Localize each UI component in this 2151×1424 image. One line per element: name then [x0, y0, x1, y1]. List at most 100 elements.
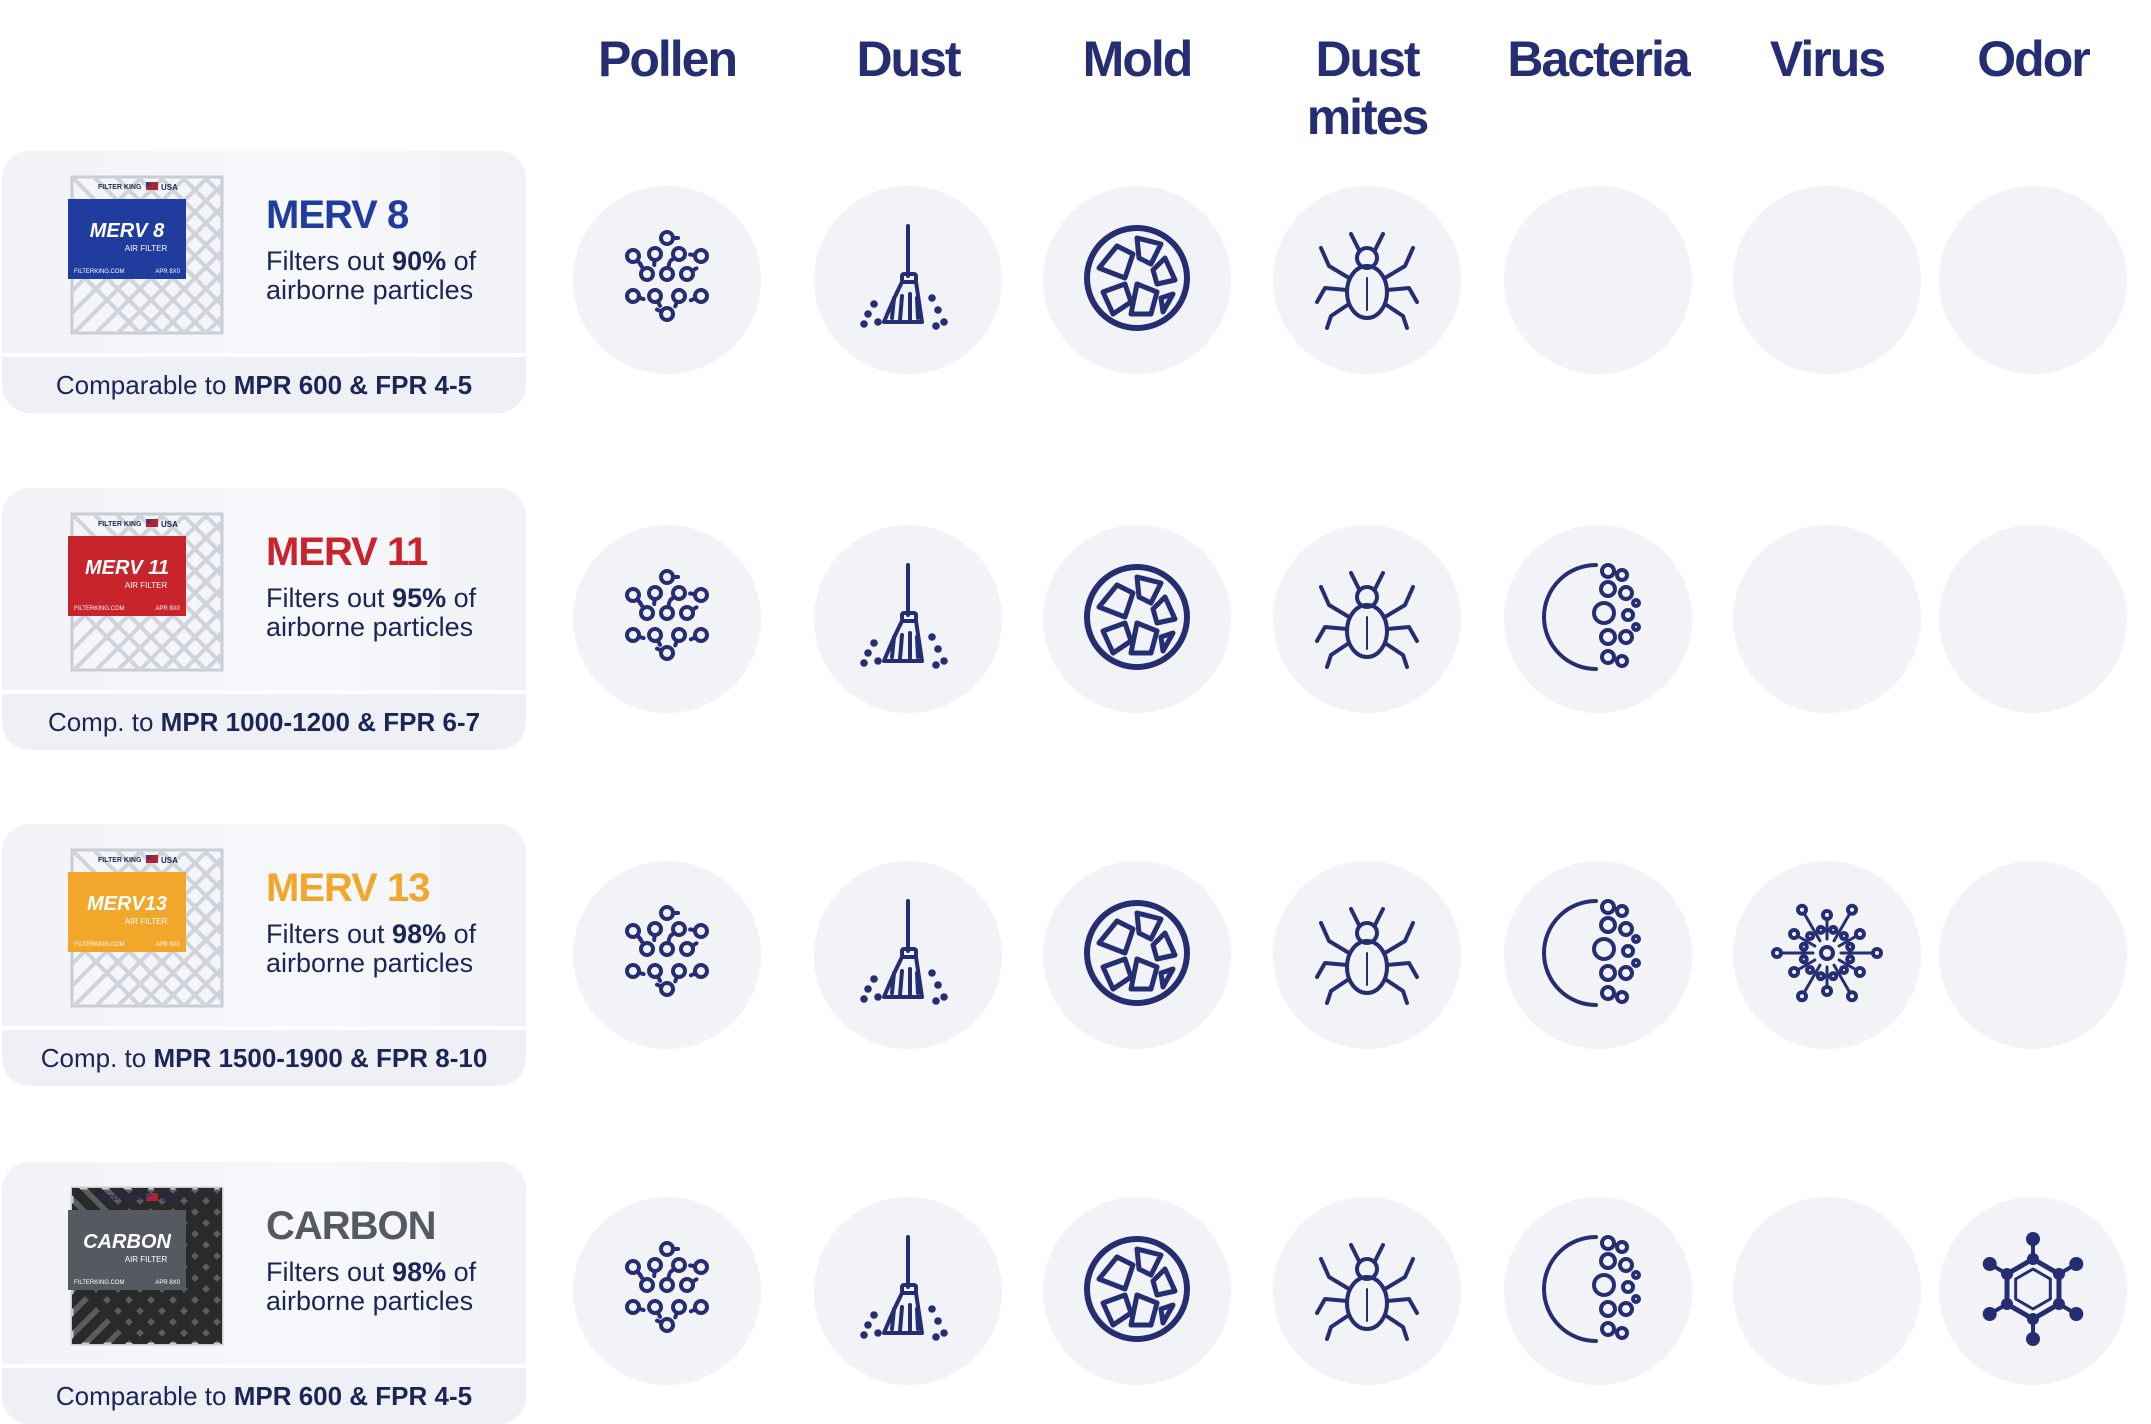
comparable-prefix: Comparable to — [55, 369, 227, 400]
mite-icon — [1307, 893, 1427, 1018]
desc-prefix: Filters out — [266, 1257, 393, 1287]
coverage-cell-odor — [1939, 861, 2127, 1049]
mold-icon — [1077, 1229, 1197, 1354]
coverage-cell-dust — [814, 861, 1002, 1049]
desc-prefix: Filters out — [266, 583, 393, 613]
coverage-cell-dust-mites — [1273, 186, 1461, 374]
bacteria-icon — [1538, 893, 1658, 1018]
coverage-cell-dust — [814, 525, 1002, 713]
svg-text:AIR FILTER: AIR FILTER — [125, 244, 168, 253]
comparable-prefix: Comp. to — [40, 1042, 147, 1073]
comparable-prefix: Comparable to — [55, 1380, 227, 1411]
coverage-cell-pollen — [573, 861, 761, 1049]
filter-title: MERV 11 — [266, 530, 428, 574]
svg-text:MERV13: MERV13 — [87, 893, 167, 915]
pollen-icon — [607, 1229, 727, 1354]
coverage-cell-dust — [814, 186, 1002, 374]
pollen-icon — [607, 218, 727, 343]
coverage-cell-bacteria — [1504, 1197, 1692, 1385]
filter-description: Filters out 98% of airborne particles — [266, 920, 516, 978]
pollen-icon — [607, 893, 727, 1018]
coverage-cell-odor — [1939, 186, 2127, 374]
svg-text:FILTERKING.COM: FILTERKING.COM — [74, 1280, 125, 1286]
comparable-value: MPR 1000-1200 & FPR 6-7 — [160, 706, 481, 737]
svg-text:USA: USA — [161, 856, 178, 865]
broom-icon — [848, 557, 968, 682]
svg-text:APR 8X0: APR 8X0 — [155, 606, 180, 612]
coverage-cell-virus — [1733, 1197, 1921, 1385]
desc-prefix: Filters out — [266, 919, 393, 949]
broom-icon — [848, 1229, 968, 1354]
mold-icon — [1077, 218, 1197, 343]
broom-icon — [848, 893, 968, 1018]
comparable-rating: Comp. to MPR 1500-1900 & FPR 8-10 — [2, 1026, 526, 1086]
coverage-cell-virus — [1733, 525, 1921, 713]
comparable-rating: Comparable to MPR 600 & FPR 4-5 — [2, 1364, 526, 1424]
comparable-rating: Comp. to MPR 1000-1200 & FPR 6-7 — [2, 690, 526, 750]
coverage-cell-virus — [1733, 186, 1921, 374]
filter-title: MERV 13 — [266, 866, 430, 910]
column-header-virus: Virus — [1769, 31, 1886, 87]
svg-text:FILTER KING: FILTER KING — [98, 521, 142, 528]
comparable-value: MPR 600 & FPR 4-5 — [233, 1380, 473, 1411]
coverage-cell-dust-mites — [1273, 1197, 1461, 1385]
svg-text:AIR FILTER: AIR FILTER — [125, 581, 168, 590]
svg-text:APR 8X0: APR 8X0 — [155, 269, 180, 275]
svg-text:USA: USA — [161, 520, 178, 529]
desc-prefix: Filters out — [266, 246, 393, 276]
coverage-cell-odor — [1939, 1197, 2127, 1385]
comparable-prefix: Comp. to — [47, 706, 154, 737]
desc-suffix: of airborne particles — [266, 246, 477, 305]
svg-text:FILTERKING.COM: FILTERKING.COM — [74, 942, 125, 948]
svg-text:AIR FILTER: AIR FILTER — [125, 1255, 168, 1264]
comparable-rating: Comparable to MPR 600 & FPR 4-5 — [2, 353, 526, 413]
coverage-cell-mold — [1043, 186, 1231, 374]
coverage-cell-virus — [1733, 861, 1921, 1049]
coverage-cell-bacteria — [1504, 525, 1692, 713]
svg-text:AIR FILTER: AIR FILTER — [125, 917, 168, 926]
mold-icon — [1077, 557, 1197, 682]
virus-icon — [1767, 893, 1887, 1018]
mite-icon — [1307, 218, 1427, 343]
coverage-cell-mold — [1043, 861, 1231, 1049]
svg-text:FILTER KING: FILTER KING — [98, 857, 142, 864]
comparable-value: MPR 1500-1900 & FPR 8-10 — [153, 1042, 488, 1073]
column-header-odor: Odor — [1977, 31, 2090, 87]
coverage-cell-dust-mites — [1273, 861, 1461, 1049]
filter-title: CARBON — [266, 1204, 437, 1248]
column-header-bacteria: Bacteria — [1507, 31, 1690, 87]
svg-text:USA: USA — [161, 1194, 178, 1203]
column-header-mold: Mold — [1082, 31, 1194, 87]
bacteria-icon — [1538, 1229, 1658, 1354]
mite-icon — [1307, 1229, 1427, 1354]
coverage-cell-dust — [814, 1197, 1002, 1385]
desc-suffix: of airborne particles — [266, 583, 477, 642]
svg-text:MERV 11: MERV 11 — [85, 557, 169, 579]
filter-description: Filters out 90% of airborne particles — [266, 247, 516, 305]
filter-description: Filters out 98% of airborne particles — [266, 1258, 516, 1316]
filter-percent: 98% — [392, 1257, 447, 1287]
mite-icon — [1307, 557, 1427, 682]
svg-text:CARBON: CARBON — [83, 1231, 171, 1253]
svg-text:FILTER KING: FILTER KING — [98, 1195, 142, 1202]
broom-icon — [848, 218, 968, 343]
desc-suffix: of airborne particles — [266, 1257, 477, 1316]
mold-icon — [1077, 893, 1197, 1018]
coverage-cell-pollen — [573, 186, 761, 374]
coverage-cell-mold — [1043, 1197, 1231, 1385]
pollen-icon — [607, 557, 727, 682]
molecule-icon — [1973, 1229, 2093, 1354]
svg-text:MERV 8: MERV 8 — [90, 220, 165, 242]
filter-percent: 95% — [392, 583, 447, 613]
column-header-dust-mites: Dust mites — [1306, 31, 1430, 145]
svg-text:APR 8X0: APR 8X0 — [155, 942, 180, 948]
coverage-cell-bacteria — [1504, 861, 1692, 1049]
